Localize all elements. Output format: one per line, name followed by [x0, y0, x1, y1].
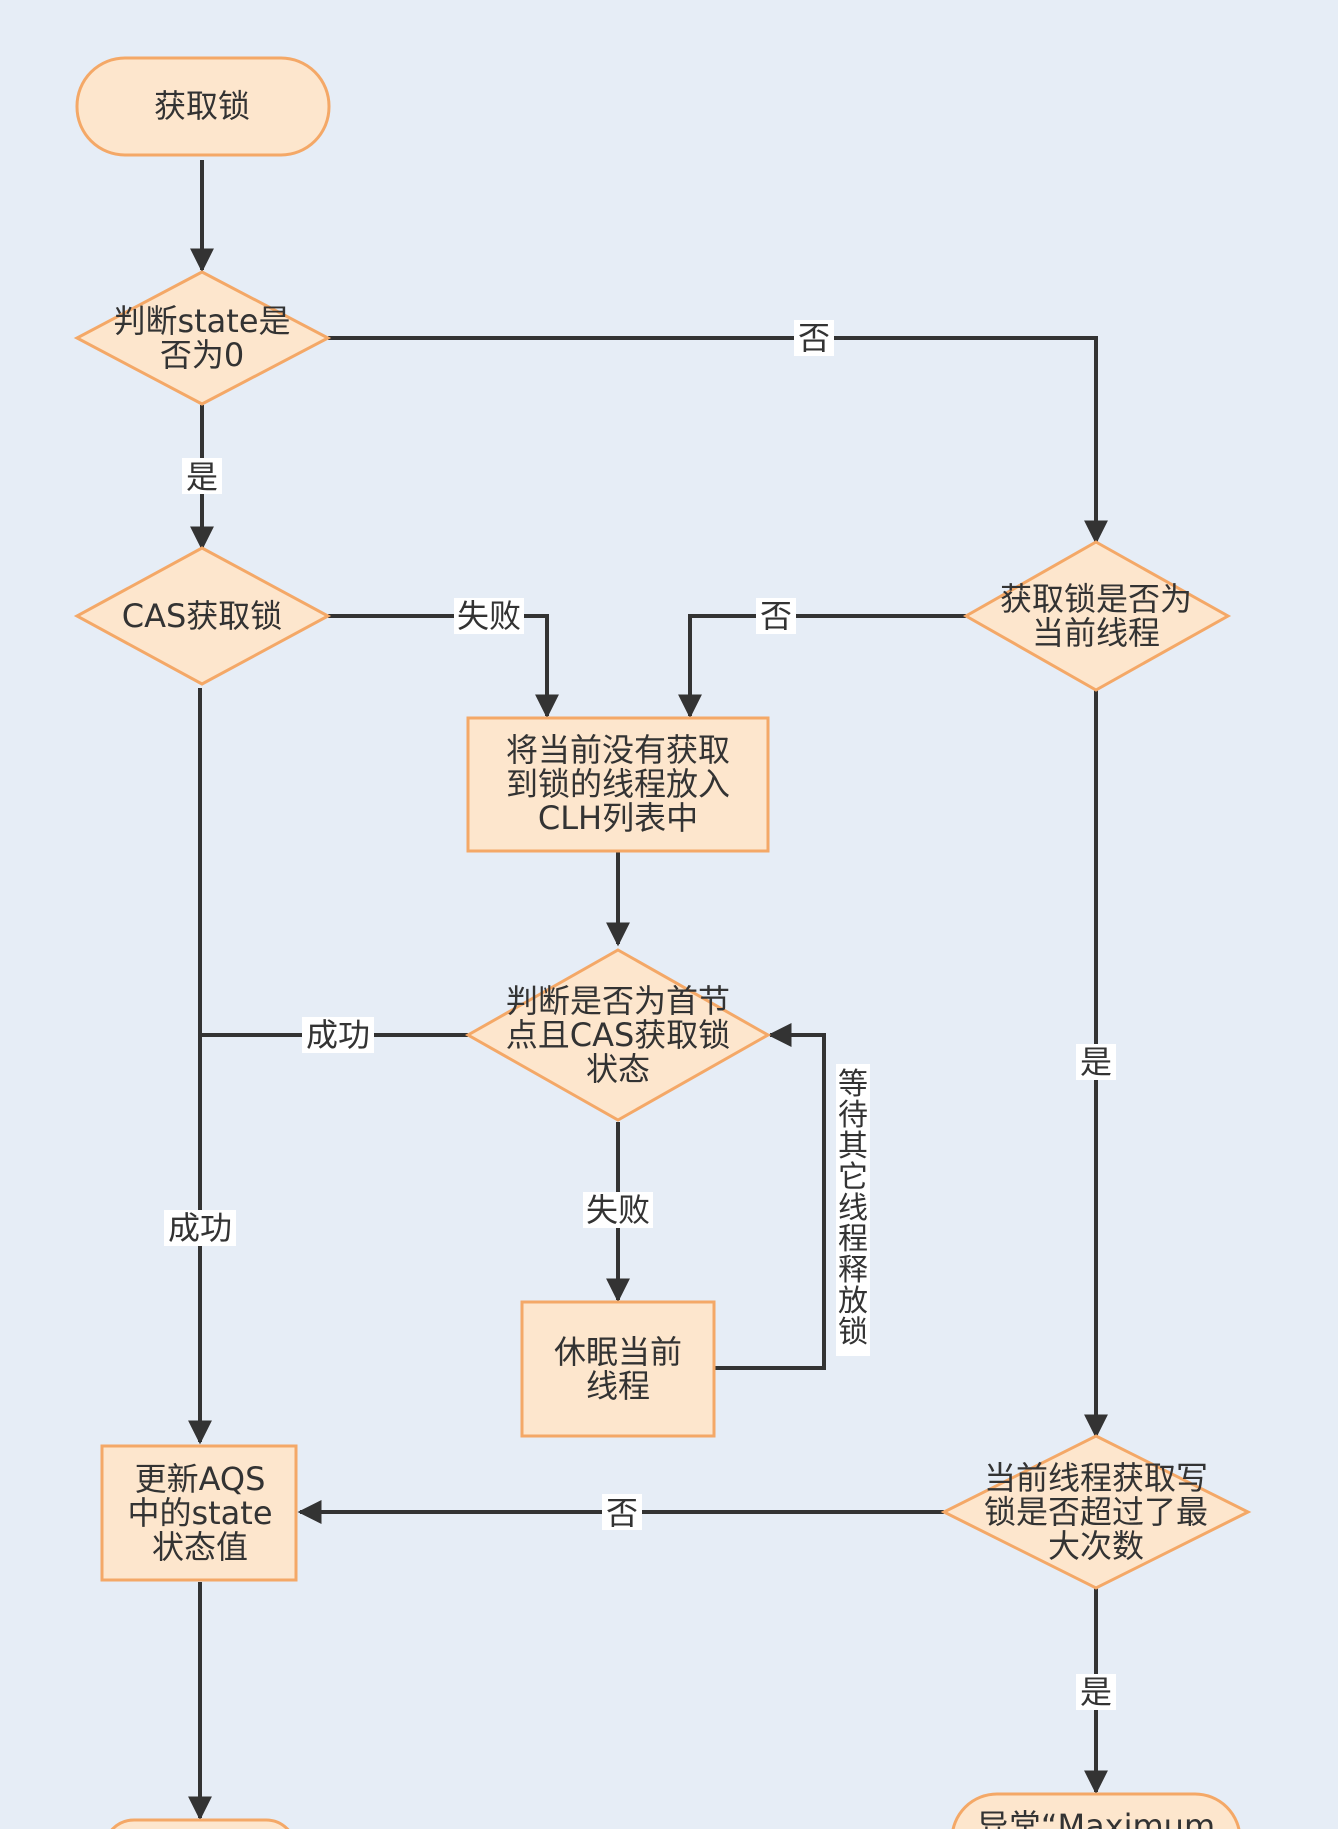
node-label-line: 休眠当前 [554, 1333, 682, 1371]
edge-label-current-no: 否 [756, 597, 796, 635]
node-start: 获取锁 [75, 56, 331, 157]
node-label-line: 判断是否为首节 [506, 982, 730, 1020]
node-label-line: 大次数 [1048, 1527, 1144, 1565]
wait-release-char: 它 [838, 1160, 868, 1195]
edge-label-head-fail: 失败 [583, 1191, 653, 1229]
wait-release-char: 放 [838, 1284, 868, 1319]
node-label-line: 状态值 [152, 1528, 248, 1566]
edge-label-wait-release: 等待其它线程释放锁 [836, 1064, 870, 1356]
svg-text:判断state是否为0: 判断state是否为0 [113, 302, 290, 374]
node-label-line: 异常“Maximum [977, 1807, 1215, 1829]
svg-text:获取锁: 获取锁 [154, 87, 250, 125]
svg-text:失败: 失败 [586, 1191, 650, 1229]
wait-release-char: 线 [838, 1191, 868, 1226]
node-label-line: 获取锁是否为 [1000, 580, 1192, 618]
node-label-line: 否为0 [160, 336, 244, 374]
edge-label-state-yes: 是 [182, 458, 222, 496]
edge-label-state-no: 否 [794, 319, 834, 357]
wait-release-char: 等 [838, 1067, 868, 1102]
svg-text:否: 否 [606, 1494, 638, 1532]
wait-release-label: 等待其它线程释放锁 [838, 1067, 868, 1350]
svg-text:是: 是 [186, 458, 218, 496]
node-check-state: 判断state是否为0 [73, 270, 332, 406]
svg-text:否: 否 [760, 597, 792, 635]
svg-text:是: 是 [1080, 1673, 1112, 1711]
svg-text:休眠当前线程: 休眠当前线程 [554, 1333, 682, 1405]
node-label-line: 当前线程获取写 [984, 1459, 1208, 1497]
svg-text:当前线程获取写锁是否超过了最大次数: 当前线程获取写锁是否超过了最大次数 [984, 1459, 1208, 1565]
svg-text:判断是否为首节点且CAS获取锁状态: 判断是否为首节点且CAS获取锁状态 [506, 982, 731, 1088]
edge-current-no [678, 614, 966, 719]
node-label-line: 中的state [127, 1494, 272, 1532]
edge-wait-release [714, 1023, 826, 1370]
edge-cas-fail [328, 614, 559, 719]
edge-label-current-yes: 是 [1076, 1043, 1116, 1081]
node-label-line: CLH列表中 [538, 799, 698, 837]
edge-label-cas-success: 成功 [164, 1209, 236, 1247]
node-label-line: 更新AQS [135, 1460, 266, 1498]
svg-text:CAS获取锁: CAS获取锁 [122, 597, 283, 635]
svg-text:成功: 成功 [306, 1016, 370, 1054]
node-label-line: CAS获取锁 [122, 597, 283, 635]
node-label-line: 当前线程 [1032, 614, 1160, 652]
wait-release-char: 待 [838, 1098, 868, 1133]
wait-release-char: 其 [838, 1129, 868, 1164]
edge-label-max-yes: 是 [1076, 1673, 1116, 1711]
svg-text:失败: 失败 [457, 597, 521, 635]
node-is-current-thread: 获取锁是否为当前线程 [962, 540, 1232, 692]
wait-release-char: 锁 [838, 1315, 868, 1350]
svg-text:获取锁是否为当前线程: 获取锁是否为当前线程 [1000, 580, 1192, 652]
svg-text:是: 是 [1080, 1043, 1112, 1081]
wait-release-char: 释 [838, 1253, 868, 1288]
node-label-line: 锁是否超过了最 [984, 1493, 1208, 1531]
node-label-line: 到锁的线程放入 [506, 765, 730, 803]
node-label-line: 将当前没有获取 [506, 731, 730, 769]
edge-label-cas-fail: 失败 [454, 597, 524, 635]
node-sleep-thread: 休眠当前线程 [520, 1300, 716, 1438]
svg-text:成功: 成功 [168, 1209, 232, 1247]
node-label-line: 线程 [586, 1367, 650, 1405]
edge-check-state-no [328, 336, 1108, 545]
edge-label-head-success: 成功 [302, 1016, 374, 1054]
edge-label-max-no: 否 [602, 1494, 642, 1532]
svg-text:否: 否 [798, 319, 830, 357]
node-label-line: 判断state是 [113, 302, 290, 340]
wait-release-char: 程 [838, 1222, 868, 1257]
node-label-line: 点且CAS获取锁 [506, 1016, 731, 1054]
node-exception: 异常“Maximum [951, 1792, 1241, 1829]
node-check-head: 判断是否为首节点且CAS获取锁状态 [464, 948, 772, 1122]
node-cas-acquire: CAS获取锁 [73, 546, 332, 686]
svg-text:异常“Maximum: 异常“Maximum [977, 1807, 1215, 1829]
node-check-max: 当前线程获取写锁是否超过了最大次数 [940, 1434, 1252, 1590]
node-next-partial [110, 1818, 290, 1829]
node-label-line: 状态 [586, 1050, 650, 1088]
node-label-line: 获取锁 [154, 87, 250, 125]
